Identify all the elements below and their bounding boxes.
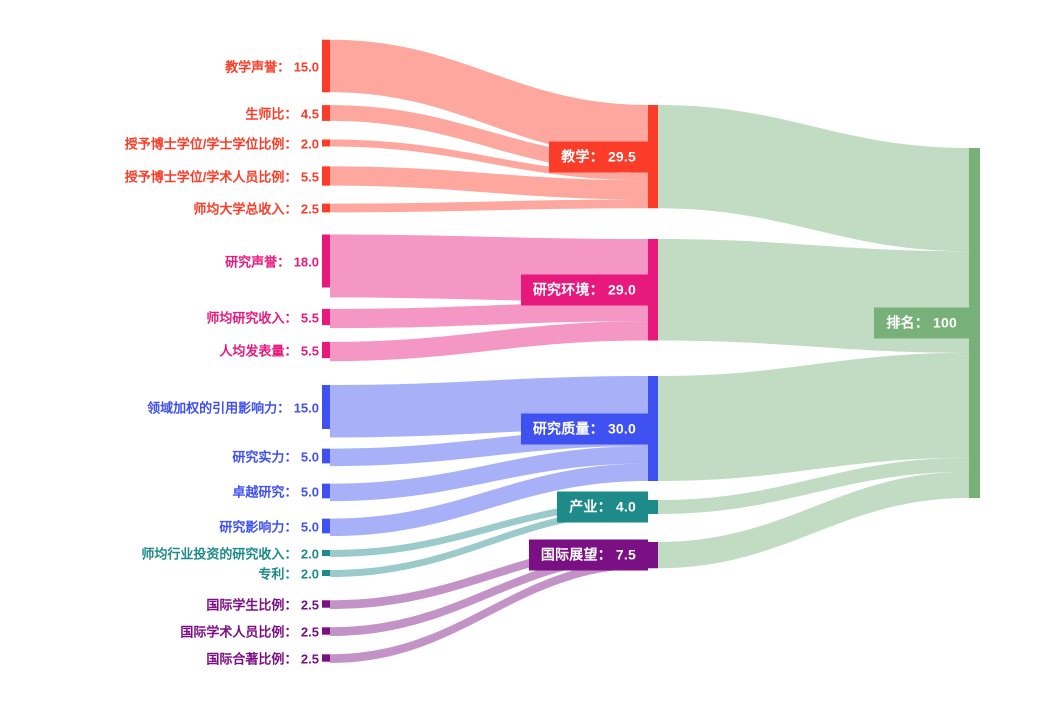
sankey-link xyxy=(658,457,969,514)
node-label-intl_staff: 国际学术人员比例： 2.5 xyxy=(180,624,319,640)
sankey-node-research_quality[interactable] xyxy=(648,376,658,481)
sankey-link xyxy=(330,559,648,664)
sankey-node-teaching[interactable] xyxy=(648,105,658,209)
sankey-node-papers[interactable] xyxy=(322,341,330,359)
sankey-node-research_income[interactable] xyxy=(322,308,330,326)
node-label-doc_bach: 授予博士学位/学士学位比例： 2.0 xyxy=(124,136,319,152)
sankey-link xyxy=(658,352,969,481)
node-badge-industry[interactable]: 产业： 4.0 xyxy=(557,491,648,523)
sankey-node-res_excellence[interactable] xyxy=(322,483,330,499)
node-badge-ranking[interactable]: 排名： 100 xyxy=(874,307,969,339)
sankey-node-res_strength[interactable] xyxy=(322,448,330,464)
node-badge-international[interactable]: 国际展望： 7.5 xyxy=(528,539,648,571)
node-badge-teaching[interactable]: 教学： 29.5 xyxy=(549,141,648,173)
sankey-link xyxy=(658,105,969,252)
node-label-research_rep: 研究声誉： 18.0 xyxy=(225,254,319,270)
sankey-node-research_rep[interactable] xyxy=(322,234,330,288)
sankey-link xyxy=(330,321,648,362)
node-label-patents: 专利： 2.0 xyxy=(258,566,319,582)
sankey-node-intl_students[interactable] xyxy=(322,600,330,608)
node-label-intl_students: 国际学生比例： 2.5 xyxy=(206,597,319,613)
node-label-doc_staff: 授予博士学位/学术人员比例： 5.5 xyxy=(124,169,319,185)
sankey-node-patents[interactable] xyxy=(322,570,330,576)
sankey-link xyxy=(330,199,648,213)
node-label-inst_income: 师均大学总收入： 2.5 xyxy=(193,201,319,217)
sankey-link xyxy=(658,471,969,569)
node-label-intl_copub: 国际合著比例： 2.5 xyxy=(206,651,319,667)
node-label-research_income: 师均研究收入： 5.5 xyxy=(206,310,319,326)
sankey-link xyxy=(330,550,648,637)
node-badge-research_env[interactable]: 研究环境： 29.0 xyxy=(520,274,648,306)
sankey-node-inst_income[interactable] xyxy=(322,203,330,213)
node-label-teaching_rep: 教学声誉： 15.0 xyxy=(225,59,319,75)
sankey-node-ranking[interactable] xyxy=(969,148,980,498)
sankey-link xyxy=(330,302,648,329)
sankey-node-fwci[interactable] xyxy=(322,385,330,429)
sankey-node-teaching_rep[interactable] xyxy=(322,39,330,93)
node-label-res_excellence: 卓越研究： 5.0 xyxy=(232,484,319,500)
sankey-link xyxy=(330,542,648,610)
node-label-papers: 人均发表量： 5.5 xyxy=(219,343,319,359)
sankey-node-industry_income[interactable] xyxy=(322,550,330,556)
sankey-link xyxy=(330,507,648,577)
sankey-link xyxy=(330,500,648,557)
sankey-node-international[interactable] xyxy=(648,542,658,569)
node-label-fwci: 领域加权的引用影响力： 15.0 xyxy=(147,400,319,416)
node-badge-research_quality[interactable]: 研究质量： 30.0 xyxy=(520,413,648,444)
sankey-node-student_staff[interactable] xyxy=(322,105,330,121)
node-label-res_influence: 研究影响力： 5.0 xyxy=(219,519,319,535)
sankey-node-intl_copub[interactable] xyxy=(322,654,330,662)
sankey-node-research_env[interactable] xyxy=(648,239,658,341)
node-label-student_staff: 生师比： 4.5 xyxy=(245,106,319,122)
sankey-link xyxy=(330,463,648,537)
sankey-link xyxy=(330,39,648,158)
node-label-industry_income: 师均行业投资的研究收入： 2.0 xyxy=(141,546,319,562)
sankey-link xyxy=(330,166,648,200)
sankey-node-industry[interactable] xyxy=(648,500,658,514)
sankey-link xyxy=(330,446,648,502)
sankey-node-res_influence[interactable] xyxy=(322,518,330,534)
sankey-node-intl_staff[interactable] xyxy=(322,627,330,635)
sankey-node-doc_bach[interactable] xyxy=(322,139,330,147)
node-label-res_strength: 研究实力： 5.0 xyxy=(232,449,319,465)
sankey-node-doc_staff[interactable] xyxy=(322,166,330,186)
